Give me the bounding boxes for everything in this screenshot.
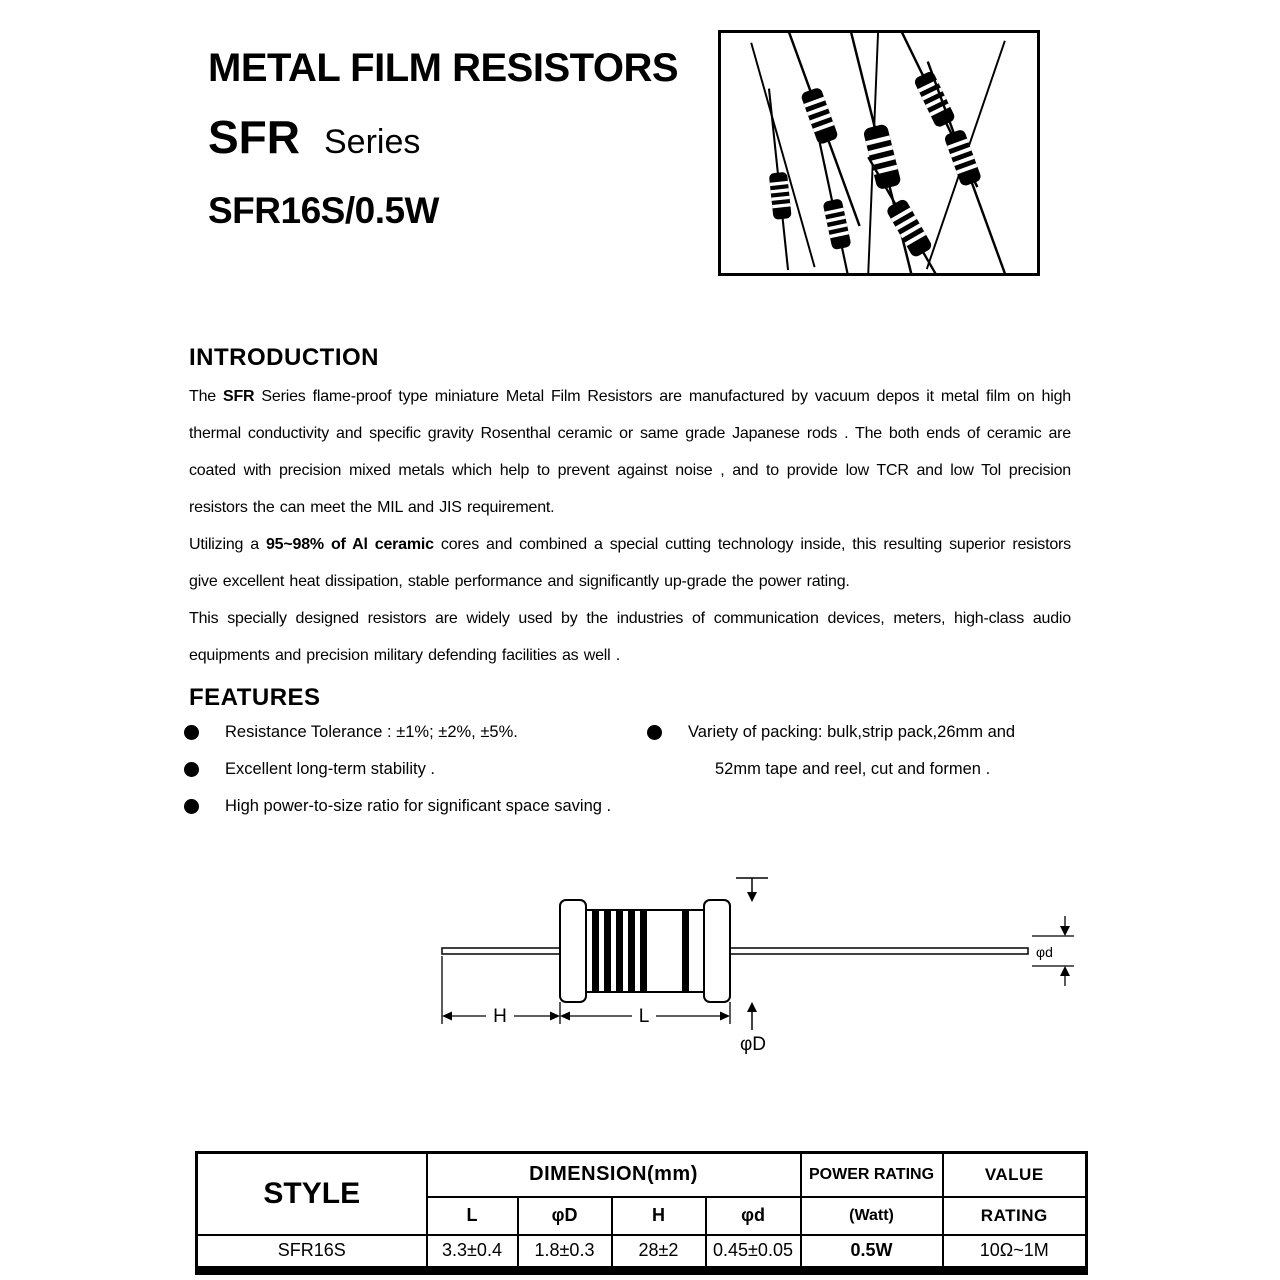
table-header-row-2: L φD H φd (Watt) RATING	[197, 1195, 1088, 1236]
extension-lines	[441, 956, 731, 1024]
header-phi-d: φd	[704, 1195, 802, 1236]
spec-table: STYLE DIMENSION(mm) POWER RATING VALUE L…	[195, 1151, 1088, 1275]
intro-paragraph-2: Utilizing a 95~98% of Al ceramic cores a…	[189, 526, 1071, 600]
series-name: SFR	[208, 111, 300, 163]
bullet-icon	[184, 799, 199, 814]
resistor-illustration	[867, 156, 952, 273]
page-title: METAL FILM RESISTORS	[208, 46, 679, 90]
label-L: L	[639, 1006, 650, 1027]
cell-style-value: SFR16S	[195, 1233, 428, 1272]
intro-p2-prefix: Utilizing a	[189, 536, 266, 553]
bullet-icon	[647, 725, 662, 740]
feature-item: High power-to-size ratio for significant…	[184, 794, 664, 819]
features-list-right: Variety of packing: bulk,strip pack,26mm…	[647, 720, 1057, 794]
feature-text: High power-to-size ratio for significant…	[225, 797, 612, 815]
header-H: H	[610, 1195, 707, 1236]
cell-power-value: 0.5W	[799, 1233, 944, 1272]
features-list-left: Resistance Tolerance : ±1%; ±2%, ±5%. Ex…	[184, 720, 664, 831]
left-end-cap	[559, 899, 587, 1003]
header-value: VALUE	[941, 1151, 1088, 1198]
header-dimension: DIMENSION(mm)	[425, 1151, 802, 1198]
feature-item: Resistance Tolerance : ±1%; ±2%, ±5%.	[184, 720, 664, 745]
feature-text: Resistance Tolerance : ±1%; ±2%, ±5%.	[225, 723, 518, 741]
cell-H-value: 28±2	[610, 1233, 707, 1272]
intro-paragraph-3: This specially designed resistors are wi…	[189, 610, 1071, 664]
right-end-cap	[703, 899, 731, 1003]
intro-p1-rest: Series flame-proof type miniature Metal …	[189, 388, 1071, 516]
product-photo-frame	[718, 30, 1040, 276]
bullet-icon	[184, 762, 199, 777]
table-data-row: SFR16S 3.3±0.4 1.8±0.3 28±2 0.45±0.05 0.…	[195, 1233, 1088, 1272]
header-phi-D: φD	[516, 1195, 613, 1236]
table-header-row-1: STYLE DIMENSION(mm) POWER RATING VALUE	[195, 1151, 1088, 1236]
header-style: STYLE	[195, 1151, 428, 1236]
cell-phi-d-value: 0.45±0.05	[704, 1233, 802, 1272]
intro-p1-prefix: The	[189, 388, 223, 405]
label-H: H	[493, 1006, 507, 1027]
cell-phi-D-value: 1.8±0.3	[516, 1233, 613, 1272]
right-lead	[729, 947, 1029, 955]
dimension-diagram: φD H L	[420, 866, 1080, 1066]
resistor-illustration	[778, 33, 861, 227]
top-diameter-pointer	[736, 877, 768, 892]
header-watt: (Watt)	[799, 1195, 944, 1236]
header-power-rating: POWER RATING	[799, 1151, 944, 1198]
feature-item: Excellent long-term stability .	[184, 757, 664, 782]
intro-paragraph-1: The SFR Series flame-proof type miniatur…	[189, 378, 1071, 526]
label-phi-D: φD	[740, 1034, 766, 1055]
series-title: SFR Series	[208, 110, 420, 164]
resistor-dimension-drawing: φD H L	[441, 877, 1074, 1055]
cell-L-value: 3.3±0.4	[425, 1233, 519, 1272]
features-heading: FEATURES	[189, 684, 321, 711]
series-suffix: Series	[324, 123, 421, 161]
label-phi-d: φd	[1036, 944, 1053, 960]
resistors-photo	[750, 33, 1009, 273]
cell-value-rating: 10Ω~1M	[941, 1233, 1088, 1272]
bullet-icon	[184, 725, 199, 740]
header-L: L	[425, 1195, 519, 1236]
feature-text: 52mm tape and reel, cut and formen .	[715, 760, 991, 778]
header-rating: RATING	[941, 1195, 1088, 1236]
model-number: SFR16S/0.5W	[208, 190, 439, 231]
resistor-illustration	[767, 88, 792, 271]
introduction-text: The SFR Series flame-proof type miniatur…	[189, 378, 1071, 674]
intro-p2-rest: cores and combined a special cutting tec…	[189, 536, 1071, 590]
lead-diameter-ticks	[1032, 916, 1074, 986]
resistor-illustration	[818, 142, 856, 273]
intro-p1-bold: SFR	[223, 388, 255, 405]
feature-item-continued: 52mm tape and reel, cut and formen .	[715, 757, 1057, 782]
feature-item: Variety of packing: bulk,strip pack,26mm…	[647, 720, 1057, 745]
introduction-heading: INTRODUCTION	[189, 344, 379, 371]
resistor-illustration	[926, 61, 1009, 273]
intro-p2-bold: 95~98% of Al ceramic	[265, 536, 434, 553]
feature-text: Excellent long-term stability .	[225, 760, 435, 778]
feature-text: Variety of packing: bulk,strip pack,26mm…	[688, 723, 1016, 741]
left-lead	[441, 947, 561, 955]
